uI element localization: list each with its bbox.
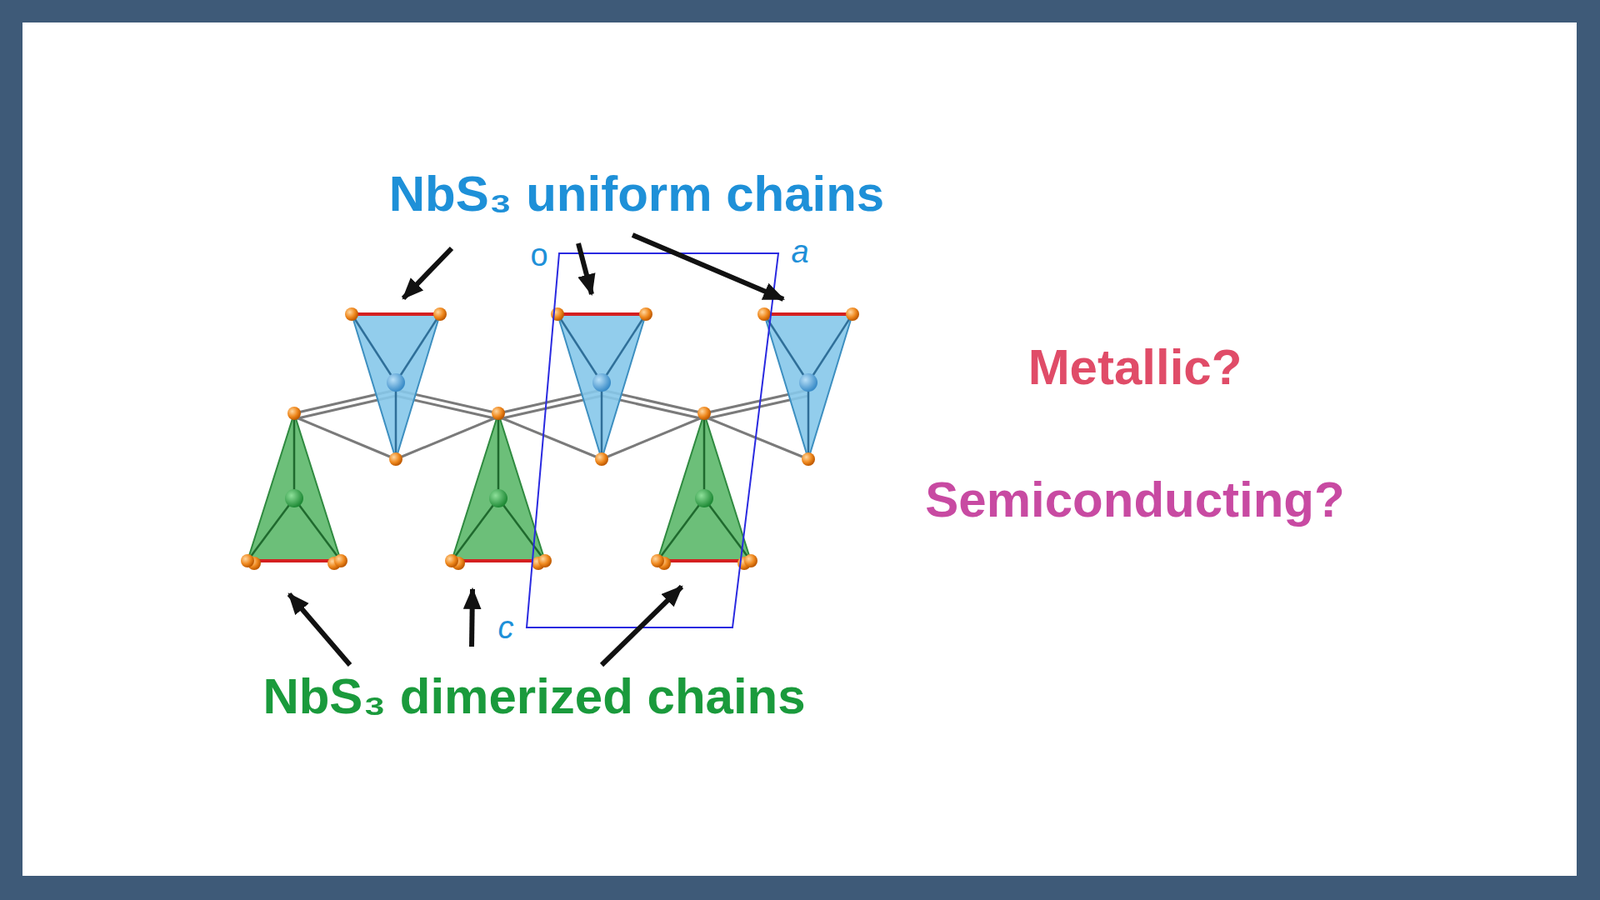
question-label: Metallic? — [1028, 342, 1243, 393]
axis-label: o — [530, 239, 548, 271]
bond-lines — [294, 390, 809, 460]
axis-label: a — [790, 235, 809, 268]
axis-label: c — [498, 611, 515, 644]
chain-label: NbS₃ dimerized chains — [262, 671, 805, 722]
dimerized-chain-polyhedra — [240, 406, 758, 570]
white-panel — [22, 22, 1577, 876]
unit-cell — [526, 253, 779, 628]
chain-label: NbS₃ uniform chains — [389, 169, 885, 220]
leader-arrows — [289, 235, 784, 665]
uniform-chain-polyhedra — [345, 307, 860, 466]
question-label: Semiconducting? — [925, 475, 1345, 525]
